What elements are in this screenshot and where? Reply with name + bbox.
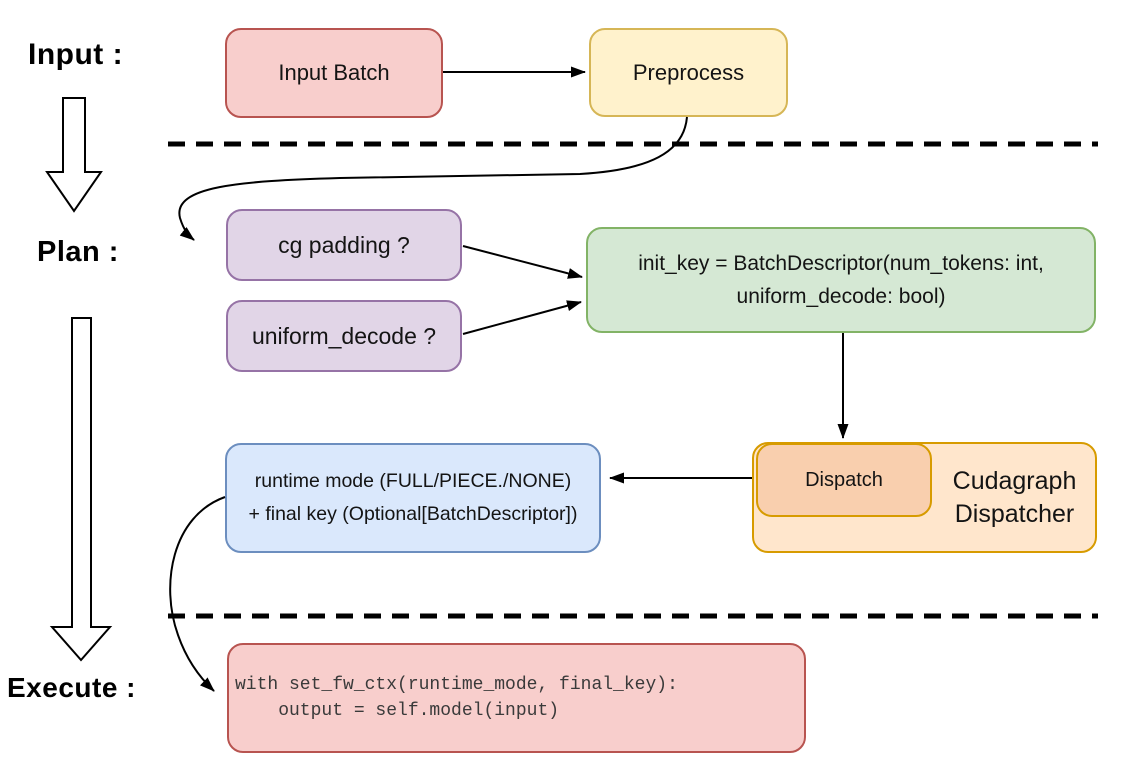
arrow-runtime-to-execute-code xyxy=(169,496,226,692)
section-label-input: Input : xyxy=(28,38,124,71)
node-preprocess-label: Preprocess xyxy=(632,59,745,85)
node-cg-padding-label: cg padding ? xyxy=(278,231,410,258)
node-uniform-decode: uniform_decode ? xyxy=(226,300,462,372)
cudagraph-label-line2: Dispatcher xyxy=(954,499,1075,528)
node-runtime-mode-line1: runtime mode (FULL/PIECE./NONE) xyxy=(254,470,572,492)
section-label-execute: Execute : xyxy=(7,672,136,703)
section-label-plan: Plan : xyxy=(37,236,119,268)
phase-arrow-input-to-plan xyxy=(45,97,103,213)
node-init-key: init_key = BatchDescriptor(num_tokens: i… xyxy=(586,227,1096,333)
node-init-key-line2: uniform_decode: bool) xyxy=(736,285,946,308)
node-cudagraph-dispatcher-label: Cudagraph Dispatcher xyxy=(932,442,1097,553)
execute-code-line1: with set_fw_ctx(runtime_mode, final_key)… xyxy=(235,675,678,695)
node-input-batch-label: Input Batch xyxy=(278,60,390,85)
node-uniform-decode-label: uniform_decode ? xyxy=(251,322,437,349)
arrow-cg-padding-to-init-key xyxy=(462,245,583,279)
node-preprocess: Preprocess xyxy=(589,28,788,117)
node-execute-code: with set_fw_ctx(runtime_mode, final_key)… xyxy=(227,643,806,753)
arrow-uniform-decode-to-init-key xyxy=(462,300,582,335)
node-input-batch: Input Batch xyxy=(225,28,443,118)
cudagraph-label-line1: Cudagraph xyxy=(952,466,1077,495)
phase-arrow-plan-to-execute xyxy=(49,317,113,662)
execute-code-line2: output = self.model(input) xyxy=(235,701,560,721)
node-runtime-mode: runtime mode (FULL/PIECE./NONE) + final … xyxy=(225,443,601,553)
node-dispatch: Dispatch xyxy=(756,443,932,517)
node-dispatch-label: Dispatch xyxy=(805,468,883,491)
node-init-key-line1: init_key = BatchDescriptor(num_tokens: i… xyxy=(638,252,1044,275)
node-runtime-mode-line2: + final key (Optional[BatchDescriptor]) xyxy=(248,503,578,525)
node-cg-padding: cg padding ? xyxy=(226,209,462,281)
